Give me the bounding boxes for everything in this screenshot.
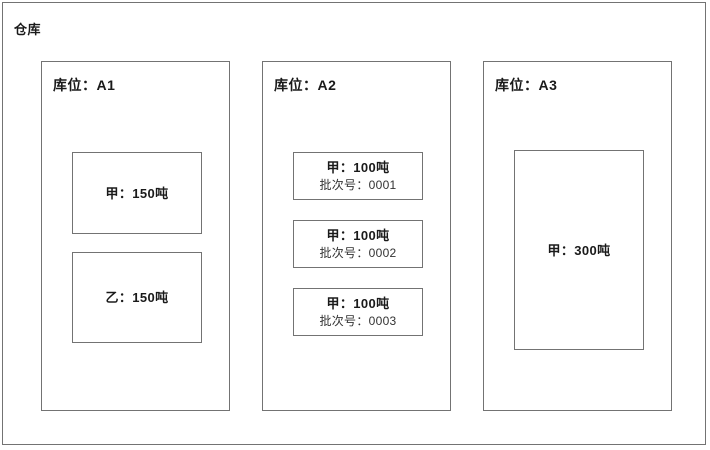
stock-item-card[interactable]: 甲：100吨批次号：0002 bbox=[293, 220, 423, 268]
location-box-a3[interactable]: 库位：A3 甲：300吨 bbox=[483, 61, 672, 411]
stock-item-quantity: 甲：150吨 bbox=[105, 185, 169, 201]
stock-item-quantity: 甲：100吨 bbox=[326, 160, 390, 175]
warehouse-title: 仓库 bbox=[14, 22, 42, 37]
location-title: 库位：A1 bbox=[53, 77, 116, 93]
stock-item-card[interactable]: 乙：150吨 bbox=[72, 252, 202, 343]
stock-item-batch-number: 批次号：0003 bbox=[319, 314, 397, 328]
stock-item-quantity: 乙：150吨 bbox=[105, 290, 169, 305]
stock-item-card[interactable]: 甲：300吨 bbox=[514, 150, 644, 350]
stock-item-card[interactable]: 甲：100吨批次号：0003 bbox=[293, 288, 423, 336]
item-list: 甲：150吨乙：150吨 bbox=[42, 62, 229, 410]
location-title: 库位：A3 bbox=[495, 77, 558, 93]
stock-item-card[interactable]: 甲：150吨 bbox=[72, 152, 202, 234]
stock-item-card[interactable]: 甲：100吨批次号：0001 bbox=[293, 152, 423, 200]
stock-item-quantity: 甲：100吨 bbox=[326, 296, 390, 311]
stock-item-batch-number: 批次号：0002 bbox=[319, 246, 397, 260]
item-list: 甲：300吨 bbox=[484, 62, 671, 410]
stock-item-batch-number: 批次号：0001 bbox=[319, 178, 397, 192]
stock-item-quantity: 甲：100吨 bbox=[326, 228, 390, 243]
stock-item-quantity: 甲：300吨 bbox=[547, 242, 611, 258]
location-title: 库位：A2 bbox=[274, 77, 337, 93]
